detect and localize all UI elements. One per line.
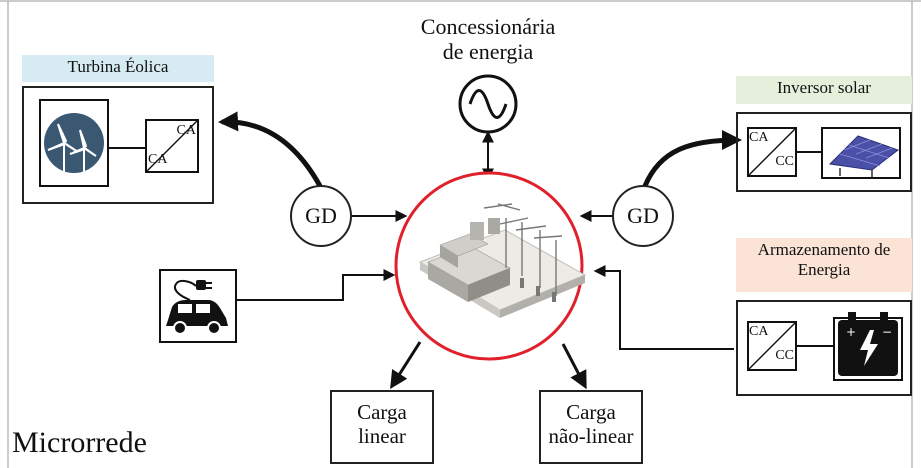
utility-label: Concessionária de energia <box>398 14 578 65</box>
wind-label: Turbina Éolica <box>22 55 214 82</box>
solar-converter-in-label: CA <box>749 130 769 145</box>
storage-label-line2: Energia <box>797 260 851 280</box>
nonlinear-load-line1: Carga <box>566 400 616 424</box>
storage-converter-out-label: CC <box>775 348 794 363</box>
solar-label: Inversor solar <box>736 76 912 104</box>
gd-left-to-wind-arrow <box>218 111 323 188</box>
solar-block <box>736 112 912 192</box>
diagram-title: Microrrede <box>12 426 147 459</box>
storage-to-grid-arrow <box>593 265 734 350</box>
utility-source-icon <box>458 74 518 134</box>
grid-to-linear-load-arrow <box>390 341 422 390</box>
gd-right-to-solar-arrow <box>642 130 742 187</box>
wind-turbine-icon <box>39 99 109 187</box>
svg-text:−: − <box>882 325 892 339</box>
utility-label-line2: de energia <box>442 39 534 65</box>
storage-converter-in-label: CA <box>749 324 769 339</box>
battery-icon: + − <box>833 312 903 381</box>
wind-converter-out-label: CA <box>148 152 168 167</box>
substation-icon <box>418 203 587 318</box>
solar-converter-icon <box>747 127 822 177</box>
linear-load-box: Carga linear <box>330 390 434 464</box>
ev-to-grid-arrow <box>237 269 396 301</box>
wind-block <box>22 86 214 204</box>
wind-converter-in-label: CA <box>176 123 196 138</box>
linear-load-line2: linear <box>358 424 406 449</box>
electric-car-icon <box>159 269 237 343</box>
storage-label: Armazenamento de Energia <box>736 238 912 292</box>
gd-right-node: GD <box>612 185 674 247</box>
storage-label-line1: Armazenamento de <box>757 240 891 259</box>
gd-left-node: GD <box>290 185 352 247</box>
storage-converter-icon <box>747 321 834 371</box>
linear-load-line1: Carga <box>357 400 407 424</box>
wind-converter-icon <box>108 119 199 173</box>
nonlinear-load-box: Carga não-linear <box>539 390 643 464</box>
nonlinear-load-line2: não-linear <box>548 424 634 449</box>
storage-block <box>736 300 912 396</box>
utility-label-line1: Concessionária <box>420 14 556 39</box>
solar-panel-icon <box>821 127 901 179</box>
grid-to-nonlinear-load-arrow <box>561 343 587 390</box>
solar-converter-out-label: CC <box>775 154 794 169</box>
svg-text:+: + <box>846 325 856 339</box>
